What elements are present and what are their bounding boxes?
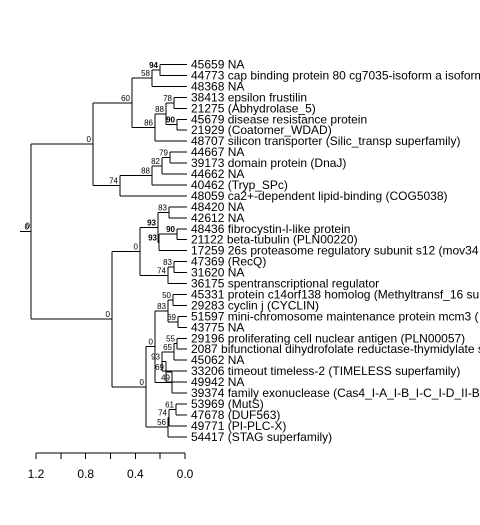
leaf-label: 51597 mini-chromosome maintenance protei… xyxy=(191,309,478,323)
support-value: 88 xyxy=(141,166,150,175)
leaf-label: 40462 (Tryp_SPc) xyxy=(191,178,288,192)
leaf-label: 45659 NA xyxy=(191,58,244,72)
leaf-label: 45679 disease resistance protein xyxy=(191,112,367,126)
leaf-label: 48059 ca2+-dependent lipid-binding (COG5… xyxy=(191,189,448,203)
support-value: 60 xyxy=(121,94,130,103)
leaf-label: 17259 26s proteasome regulatory subunit … xyxy=(191,244,479,258)
leaf-label: 45062 NA xyxy=(191,353,244,367)
leaf-label: 39374 family exonuclease (Cas4_I-A_I-B_I… xyxy=(191,386,480,400)
leaf-label: 48707 silicon transporter (Silic_transp … xyxy=(191,134,460,148)
support-value: 65 xyxy=(163,343,172,352)
support-value: 56 xyxy=(157,418,166,427)
support-value: 0 xyxy=(140,378,145,387)
leaf-label: 47678 (DUF563) xyxy=(191,408,280,422)
leaf-label: 44667 NA xyxy=(191,145,244,159)
support-value: 0 xyxy=(106,310,111,319)
support-value: 55 xyxy=(166,335,175,344)
leaf-label: 49942 NA xyxy=(191,375,244,389)
leaf-label: 44662 NA xyxy=(191,167,244,181)
support-value: 0 xyxy=(134,242,139,251)
support-value: 83 xyxy=(157,302,166,311)
scale-tick-label: 0.0 xyxy=(177,467,194,481)
support-value: 90 xyxy=(166,225,175,234)
leaf-label: 48368 NA xyxy=(191,79,244,93)
support-value: 69 xyxy=(155,363,164,372)
support-value: 74 xyxy=(157,266,166,275)
leaf-label: 29196 proliferating cell nuclear antigen… xyxy=(191,331,465,345)
support-value: 79 xyxy=(159,149,168,158)
support-value: 90 xyxy=(166,116,175,125)
leaf-label: 36175 spentranscriptional regulator xyxy=(191,277,379,291)
support-value: 86 xyxy=(144,118,153,127)
leaf-label: 49771 (PI-PLC-X) xyxy=(191,419,286,433)
leaf-label: 53969 (MutS) xyxy=(191,397,264,411)
support-values: 9458789088866079828874083909393837405069… xyxy=(25,61,177,427)
leaf-label: 21122 beta-tubulin (PLN00220) xyxy=(191,233,358,247)
support-value: 74 xyxy=(158,409,167,418)
leaf-label: 43775 NA xyxy=(191,320,244,334)
leaf-label: 21929 (Coatomer_WDAD) xyxy=(191,123,332,137)
support-value: 61 xyxy=(165,400,174,409)
support-value: 82 xyxy=(151,157,160,166)
scale-tick-label: 1.2 xyxy=(28,467,45,481)
support-value: 83 xyxy=(158,203,167,212)
support-value: 0 xyxy=(87,135,92,144)
tree-branches xyxy=(20,64,187,459)
leaf-label: 2087 bifunctional dihydrofolate reductas… xyxy=(191,342,480,356)
support-value: 0 xyxy=(25,223,30,232)
support-value: 93 xyxy=(148,233,157,242)
leaf-label: 21275 (Abhydrolase_5) xyxy=(191,101,316,115)
support-value: 49 xyxy=(161,373,170,382)
leaf-label: 45331 protein c14orf138 homolog (Methylt… xyxy=(191,287,479,301)
support-value: 0 xyxy=(149,338,154,347)
leaf-label: 31620 NA xyxy=(191,266,244,280)
leaf-label: 47369 (RecQ) xyxy=(191,255,266,269)
leaf-label: 44773 cap binding protein 80 cg7035-isof… xyxy=(191,68,480,82)
leaf-label: 38413 epsilon frustilin xyxy=(191,90,307,104)
support-value: 93 xyxy=(151,353,160,362)
scale-axis: 1.2 0.8 0.4 0.0 xyxy=(28,467,194,481)
support-value: 94 xyxy=(149,61,158,70)
leaf-label: 33206 timeout timeless-2 (TIMELESS super… xyxy=(191,364,460,378)
support-value: 93 xyxy=(147,218,156,227)
support-value: 58 xyxy=(141,69,150,78)
leaf-label: 42612 NA xyxy=(191,211,244,225)
support-value: 50 xyxy=(162,291,171,300)
scale-tick-label: 0.8 xyxy=(77,467,94,481)
leaf-label: 54417 (STAG superfamily) xyxy=(191,430,332,444)
support-value: 74 xyxy=(109,177,118,186)
root-support-value: 0 xyxy=(26,222,31,231)
leaf-label: 29283 cyclin j (CYCLIN) xyxy=(191,298,319,312)
leaf-label: 48420 NA xyxy=(191,200,244,214)
scale-tick-label: 0.4 xyxy=(127,467,144,481)
support-value: 88 xyxy=(155,105,164,114)
leaf-label: 48436 fibrocystin-l-like protein xyxy=(191,222,350,236)
support-value: 78 xyxy=(163,94,172,103)
leaf-label: 39173 domain protein (DnaJ) xyxy=(191,156,346,170)
support-value: 69 xyxy=(167,313,176,322)
support-value: 83 xyxy=(163,258,172,267)
